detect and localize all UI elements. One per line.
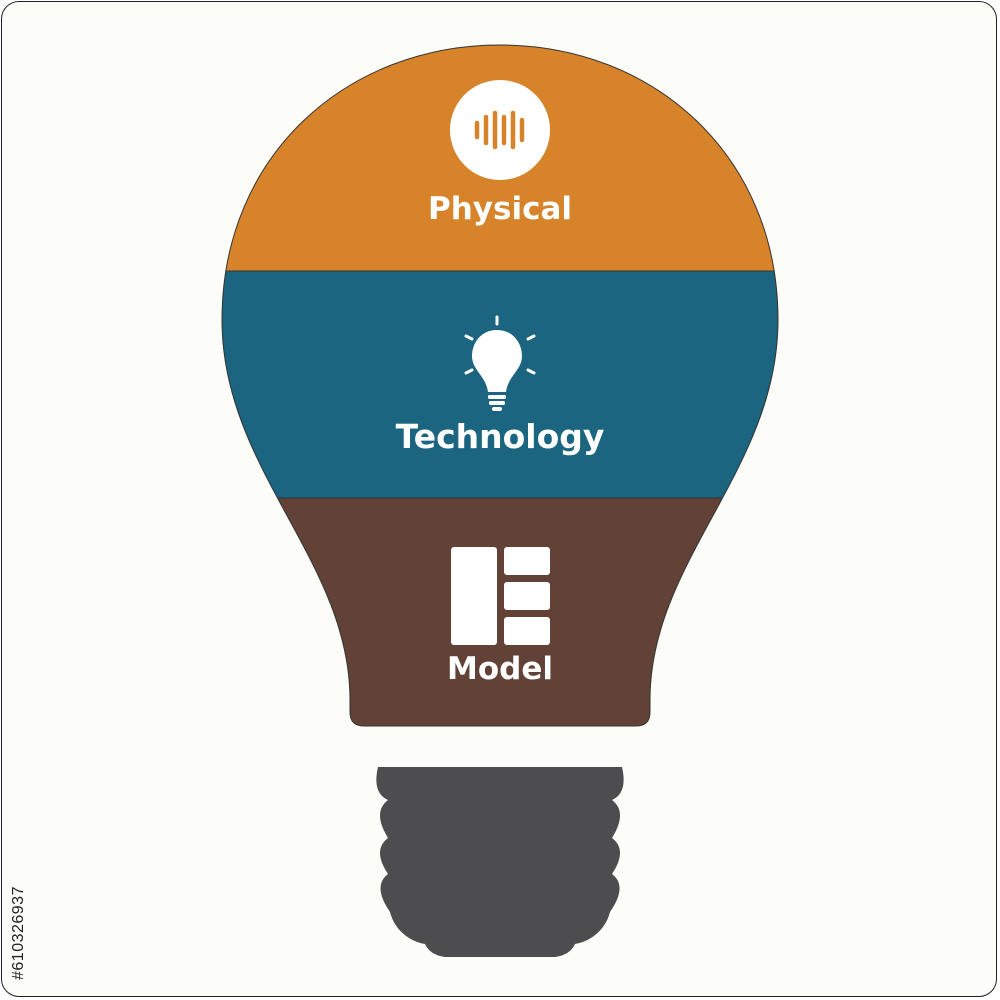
layout-grid-icon: [451, 547, 550, 645]
stock-id-text: #610326937: [10, 886, 27, 980]
model-band: [222, 498, 778, 726]
technology-label: Technology: [396, 417, 605, 456]
model-label: Model: [447, 651, 553, 687]
bulb-outline: [221, 44, 779, 727]
screw-base: [376, 767, 624, 957]
sound-wave-icon: [450, 80, 550, 180]
lightbulb-icon: [464, 315, 536, 411]
physical-label: Physical: [428, 191, 572, 227]
